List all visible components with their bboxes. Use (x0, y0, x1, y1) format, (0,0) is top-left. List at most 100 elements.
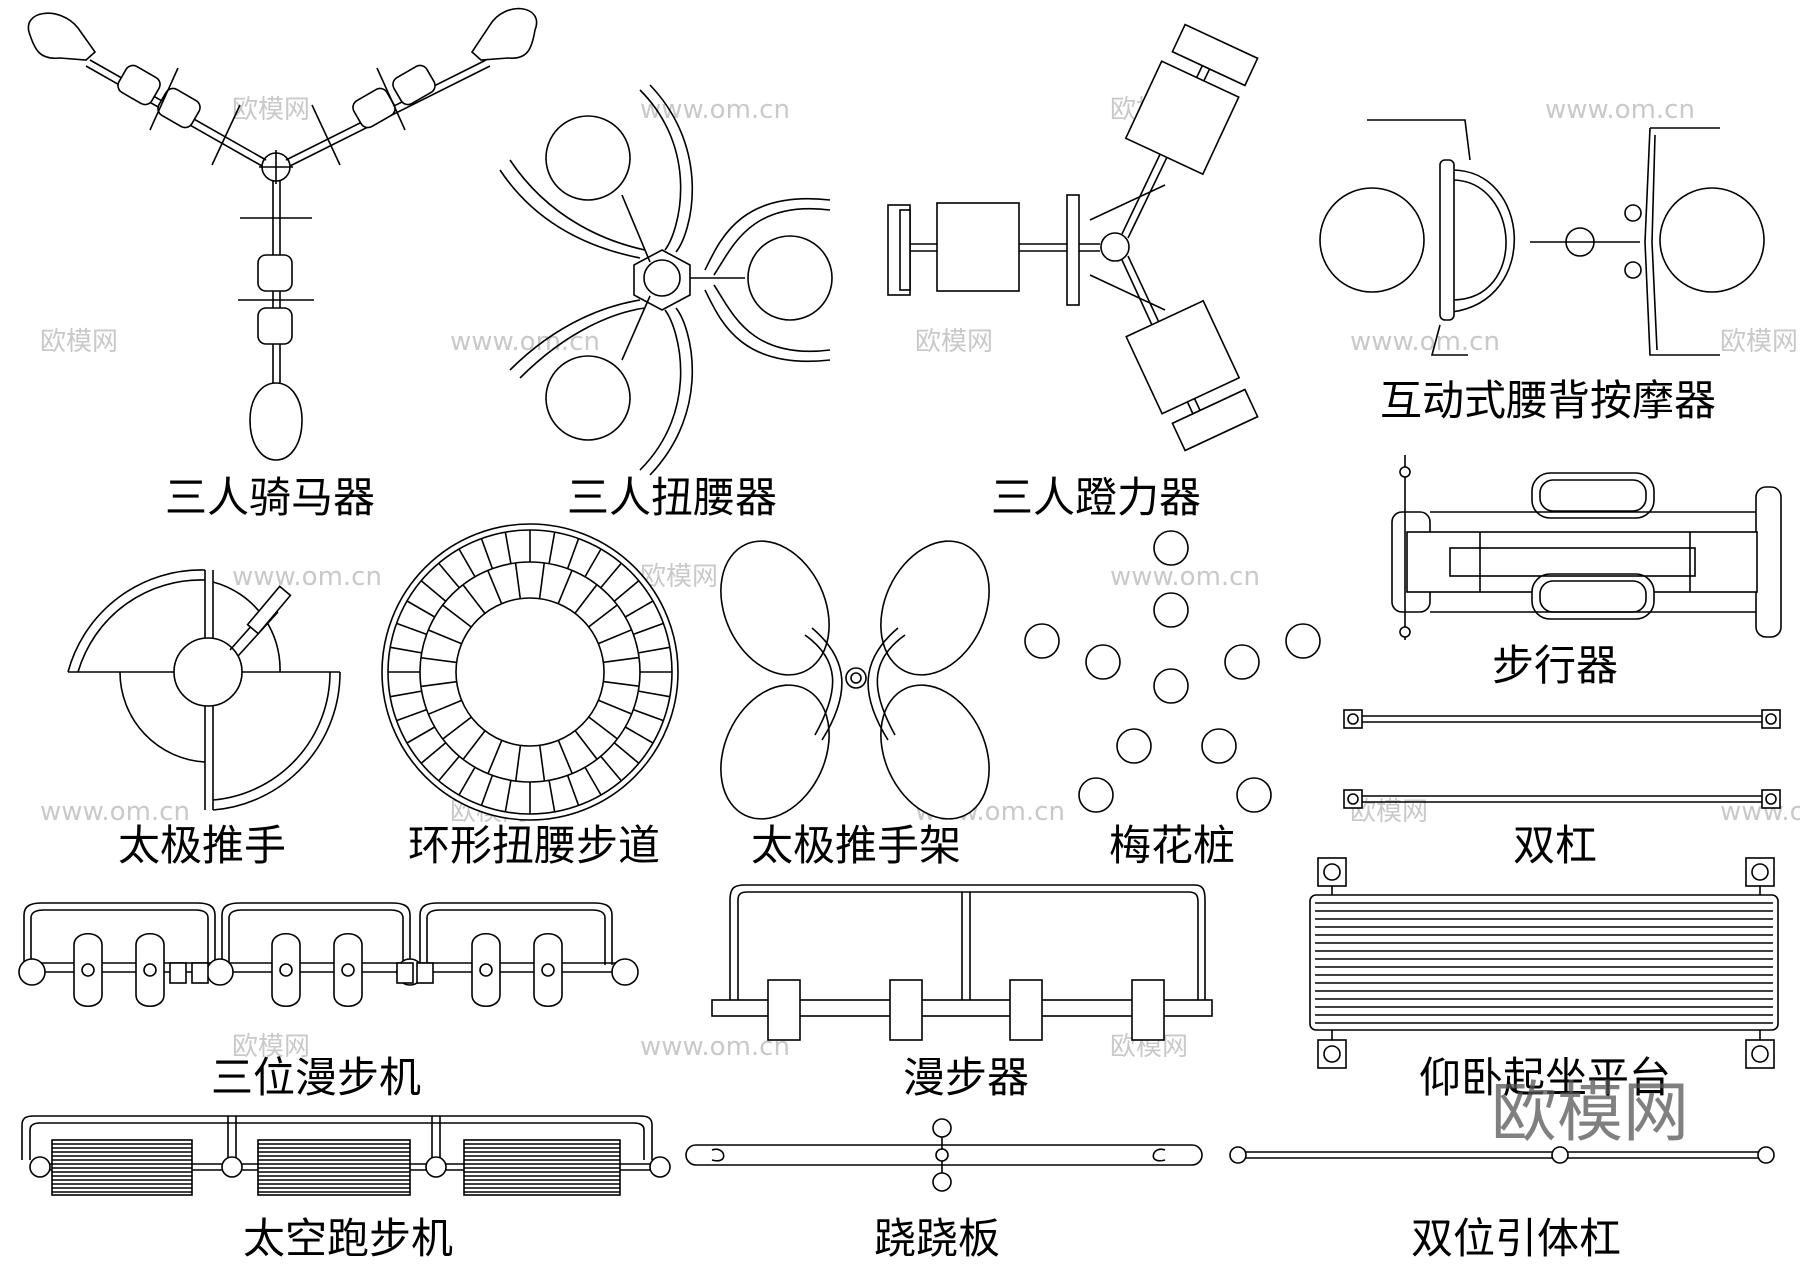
paving-joint (514, 745, 522, 782)
watermark-text: www.om.cn (1110, 562, 1260, 592)
stake-circle (1024, 623, 1060, 659)
watermark-text: www.om.cn (450, 327, 600, 357)
footpad (471, 932, 501, 1008)
paving-joint (396, 708, 427, 722)
label-pullup: 双位引体杠 (1411, 1214, 1621, 1263)
stake-circle (1116, 728, 1152, 764)
paving-joint (633, 622, 664, 636)
paving-joint (480, 538, 494, 569)
label-triple-walk: 三位漫步机 (211, 1053, 421, 1102)
footpad-pivot (81, 963, 95, 977)
footpad-pivot (479, 963, 493, 977)
paving-joint (624, 726, 654, 744)
watermark-text: 欧模网 (915, 327, 993, 357)
frame-rail (30, 909, 209, 965)
watermark-text: www.om.cn (1545, 95, 1695, 125)
paving-joint (584, 548, 602, 578)
footpad-pivot (279, 963, 293, 977)
ring-twist-path-drawing (381, 523, 679, 821)
stake-circle (1085, 644, 1121, 680)
stake-circle (1153, 668, 1189, 704)
paving-joint (598, 699, 632, 715)
double-pullup-bar-drawing (1229, 1146, 1775, 1164)
paving-joint (487, 740, 503, 774)
paving-joint (406, 726, 436, 744)
paving-joint (624, 600, 654, 618)
paving-joint (458, 548, 476, 578)
paving-joint (406, 600, 436, 618)
watermark-logo: 欧模网 (1491, 1074, 1689, 1151)
paving-joint (588, 716, 618, 740)
joint-circle (18, 958, 46, 986)
walker-drawing (1391, 455, 1782, 640)
paving-joint (428, 629, 462, 645)
label-walker: 步行器 (1492, 641, 1618, 690)
paving-joint (420, 742, 447, 764)
watermark-text: www.om.cn (1350, 327, 1500, 357)
paving-joint (566, 538, 580, 569)
paving-joint (603, 680, 640, 688)
waist-twister-drawing (499, 84, 833, 476)
paving-joint (442, 604, 472, 628)
watermark-text: 欧模网 (232, 95, 310, 125)
connector-block (396, 962, 414, 984)
footpad-pivot (541, 963, 555, 977)
paving-joint (633, 708, 664, 722)
paving-joint (514, 562, 522, 599)
label-taichi-rack: 太极推手架 (751, 821, 961, 870)
footpad-pivot (341, 963, 355, 977)
label-massage: 互动式腰背按摩器 (1380, 376, 1716, 425)
joint-circle (221, 1156, 243, 1178)
joint-circle (206, 958, 234, 986)
label-taichi: 太极推手 (118, 821, 286, 870)
paving-joint (458, 766, 476, 796)
paving-joint (600, 562, 622, 589)
paving-joint (613, 742, 640, 764)
triple-walking-machine-drawing (18, 902, 639, 1008)
paving-joint (548, 780, 556, 812)
watermark-text: www.om.cn (640, 95, 790, 125)
paving-joint (487, 570, 503, 604)
paving-joint (538, 745, 546, 782)
footpad (333, 932, 363, 1008)
connector-block (191, 962, 209, 984)
label-ring: 环形扭腰步道 (408, 821, 660, 870)
taichi-pusher-drawing (67, 569, 341, 811)
stake-circle (1078, 777, 1114, 813)
space-treadmill-drawing (21, 1115, 671, 1196)
watermark-text: 欧模网 (640, 562, 718, 592)
label-twist: 三人扭腰器 (567, 473, 777, 522)
back-massager-drawing (1319, 119, 1765, 356)
paving-joint (557, 570, 573, 604)
label-treadmill: 太空跑步机 (243, 1214, 453, 1263)
stake-circle (1153, 592, 1189, 628)
situp-platform-drawing (1309, 857, 1779, 1069)
footpad-pivot (143, 963, 157, 977)
seesaw-drawing (685, 1118, 1203, 1192)
frame-rail (29, 1122, 645, 1160)
watermark-text: www.om.cn (640, 1032, 790, 1062)
paving-joint (438, 562, 460, 589)
footpad (533, 932, 563, 1008)
paving-joint (390, 646, 422, 654)
paving-joint (548, 532, 556, 564)
paving-joint (603, 656, 640, 664)
paving-joint (504, 780, 512, 812)
label-pedal: 三人蹬力器 (991, 473, 1201, 522)
stake-circle (1153, 530, 1189, 566)
label-stroller: 漫步器 (903, 1053, 1029, 1102)
watermark-text: 欧模网 (232, 1032, 310, 1062)
horse-riding-machine-drawing (27, 7, 538, 461)
joint-circle (649, 1156, 671, 1178)
paving-joint (428, 699, 462, 715)
footpad (73, 932, 103, 1008)
paving-joint (600, 755, 622, 782)
paving-joint (638, 646, 670, 654)
label-seesaw: 跷跷板 (874, 1214, 1000, 1263)
stake-circle (1201, 728, 1237, 764)
watermark-text: 欧模网 (40, 327, 118, 357)
paving-joint (574, 730, 598, 760)
paving-joint (504, 532, 512, 564)
label-situp: 仰卧起坐平台 (1419, 1053, 1671, 1102)
